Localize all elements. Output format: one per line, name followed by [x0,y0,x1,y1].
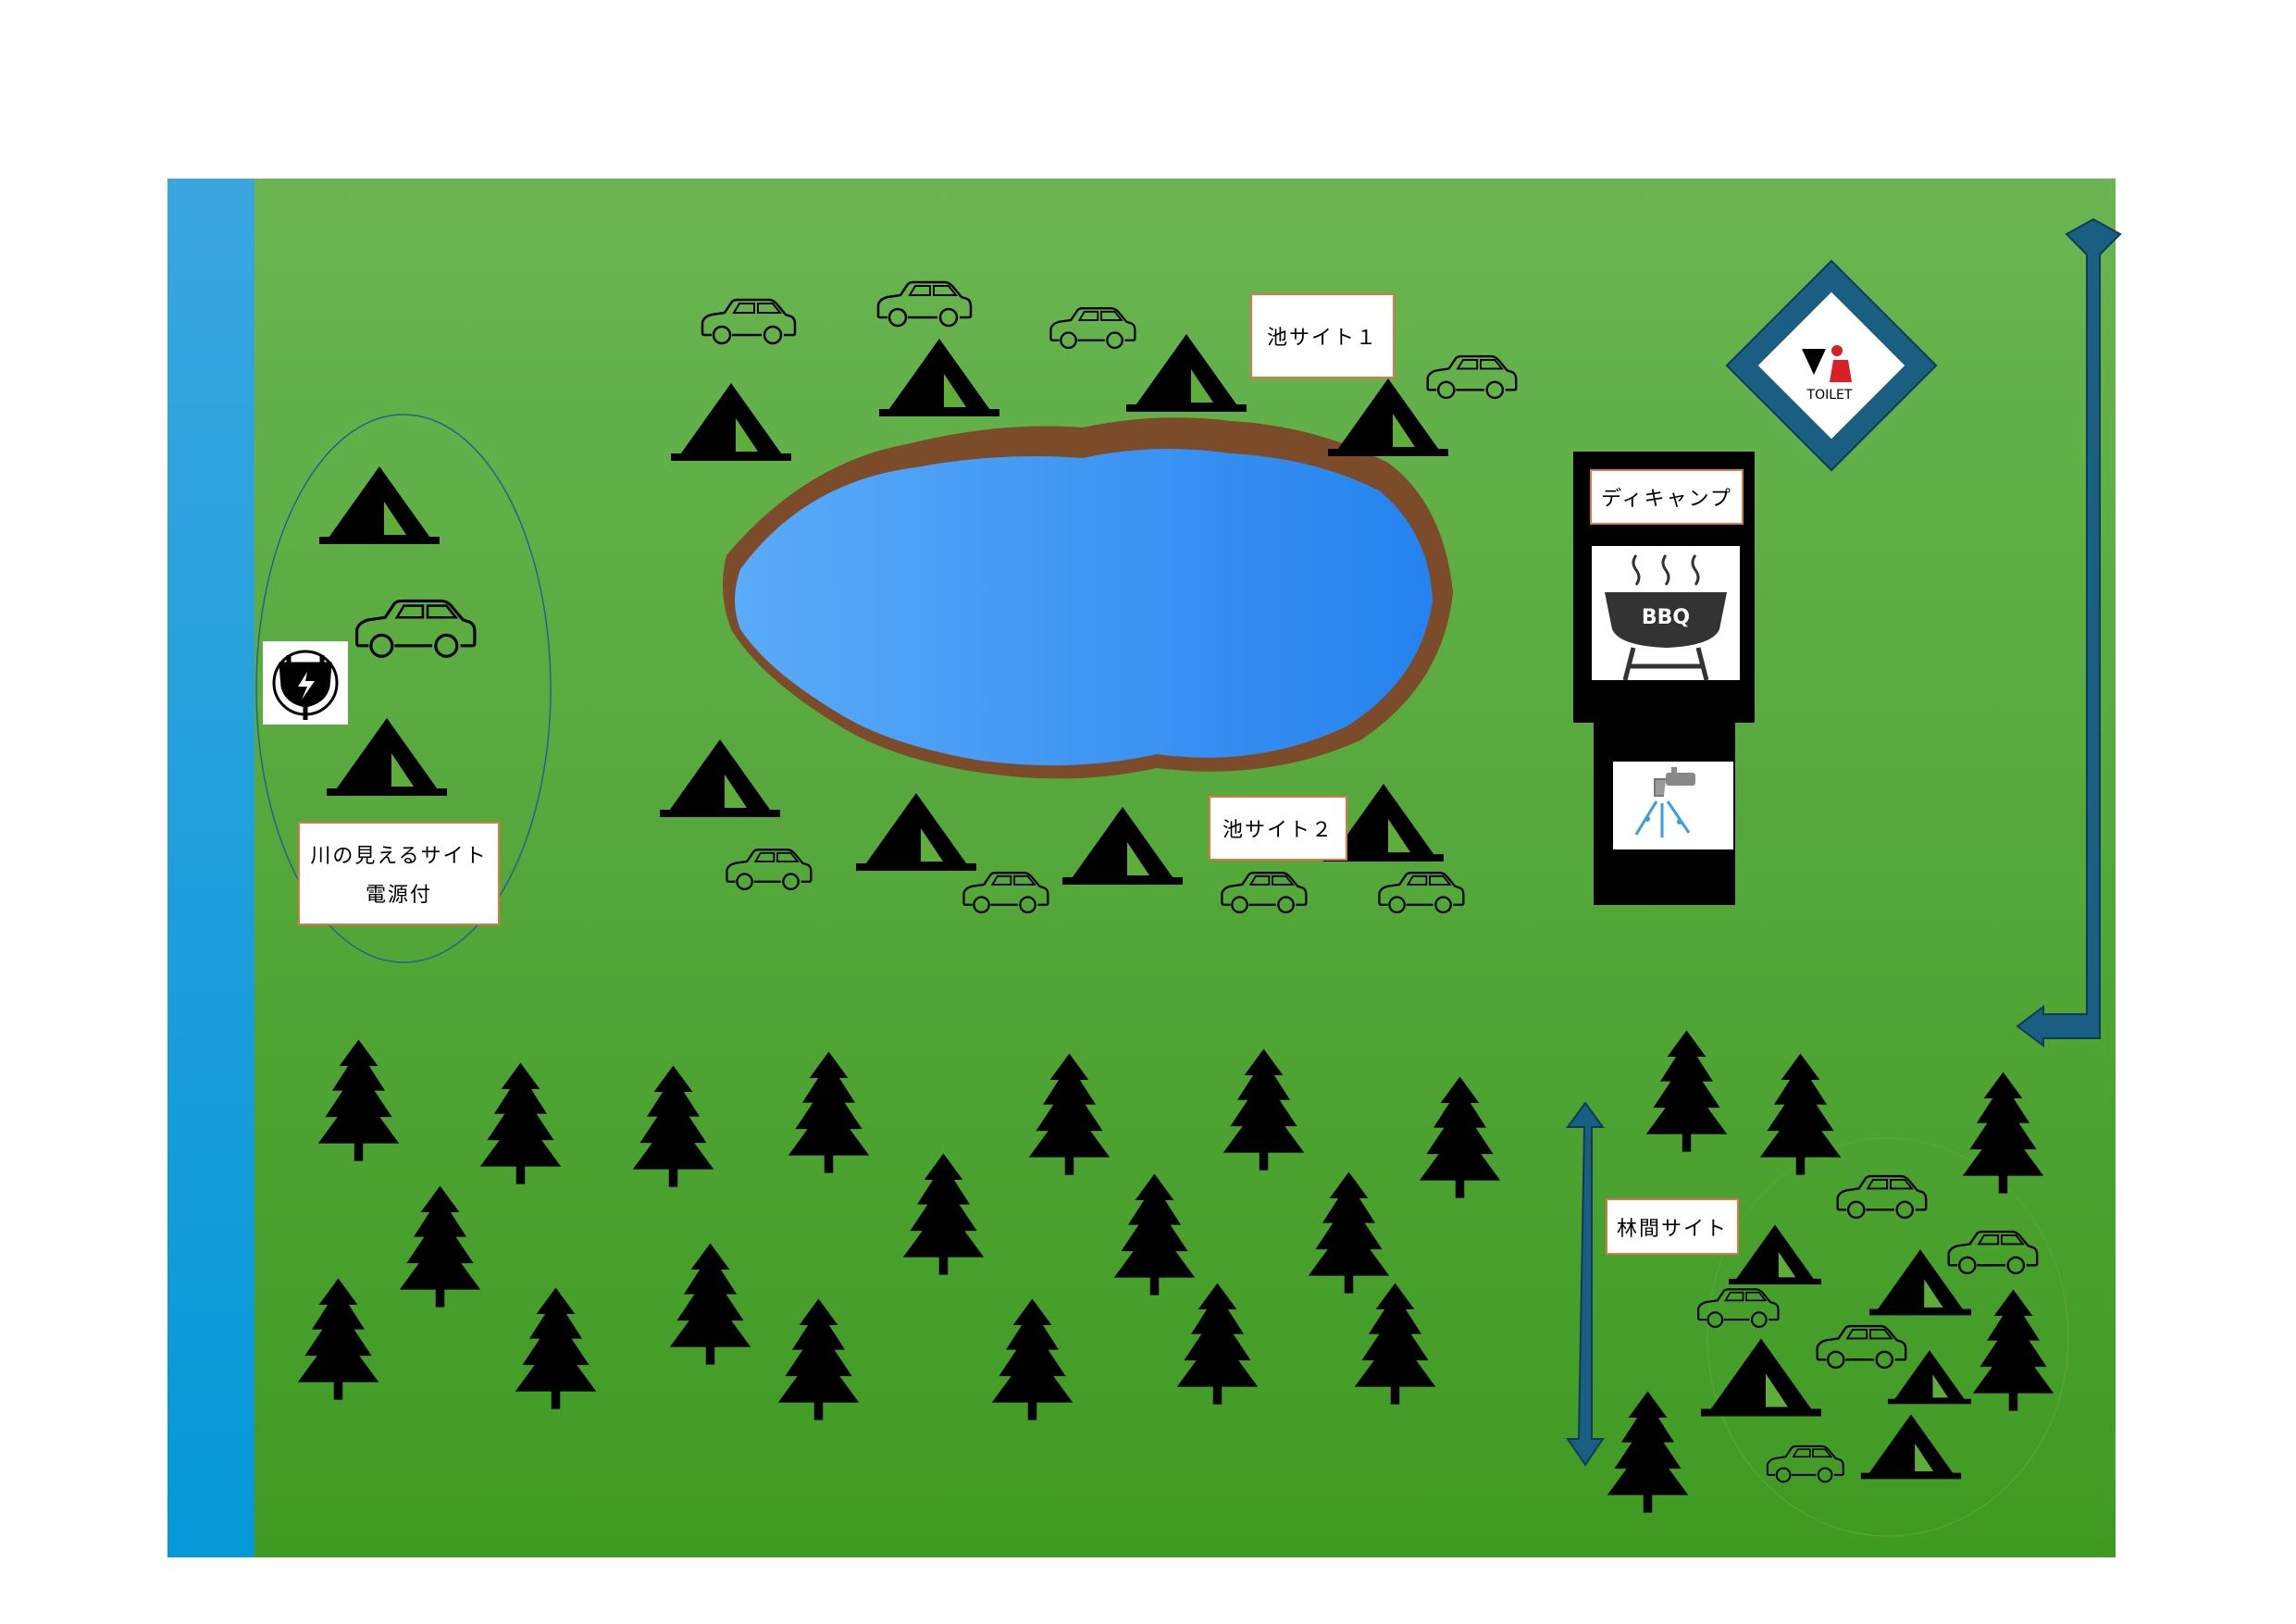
pond-site-2-text: 池サイト２ [1222,819,1334,842]
pond [723,417,1453,779]
river [168,179,254,1557]
river-site-area [255,414,552,963]
label-forest-site: 林間サイト [1606,1198,1739,1255]
river-site-text: 川の見えるサイト [310,845,488,868]
return-arrow-icon [2016,217,2122,1048]
day-camp-text: ディキャンプ [1601,488,1732,511]
label-river-site: 川の見えるサイト 電源付 [298,822,500,925]
pond-water [735,449,1433,766]
label-pond-site-1: 池サイト１ [1250,293,1395,378]
power-plug-icon [263,641,348,725]
forest-site-text: 林間サイト [1616,1217,1728,1241]
toilet-icon: TOILET [1725,259,1938,472]
svg-text:BBQ: BBQ [1642,606,1690,629]
double-arrow-icon [1566,1101,1605,1467]
label-pond-site-2: 池サイト２ [1209,796,1347,861]
pond-site-1-text: 池サイト１ [1266,327,1378,350]
forest-site-area [1706,1137,2069,1537]
label-day-camp: ディキャンプ [1590,469,1744,525]
bbq-grill-icon: BBQ [1592,546,1740,681]
river-site-power-text: 電源付 [365,884,432,907]
svg-text:TOILET: TOILET [1806,388,1853,403]
water-tap-icon [1613,762,1733,849]
